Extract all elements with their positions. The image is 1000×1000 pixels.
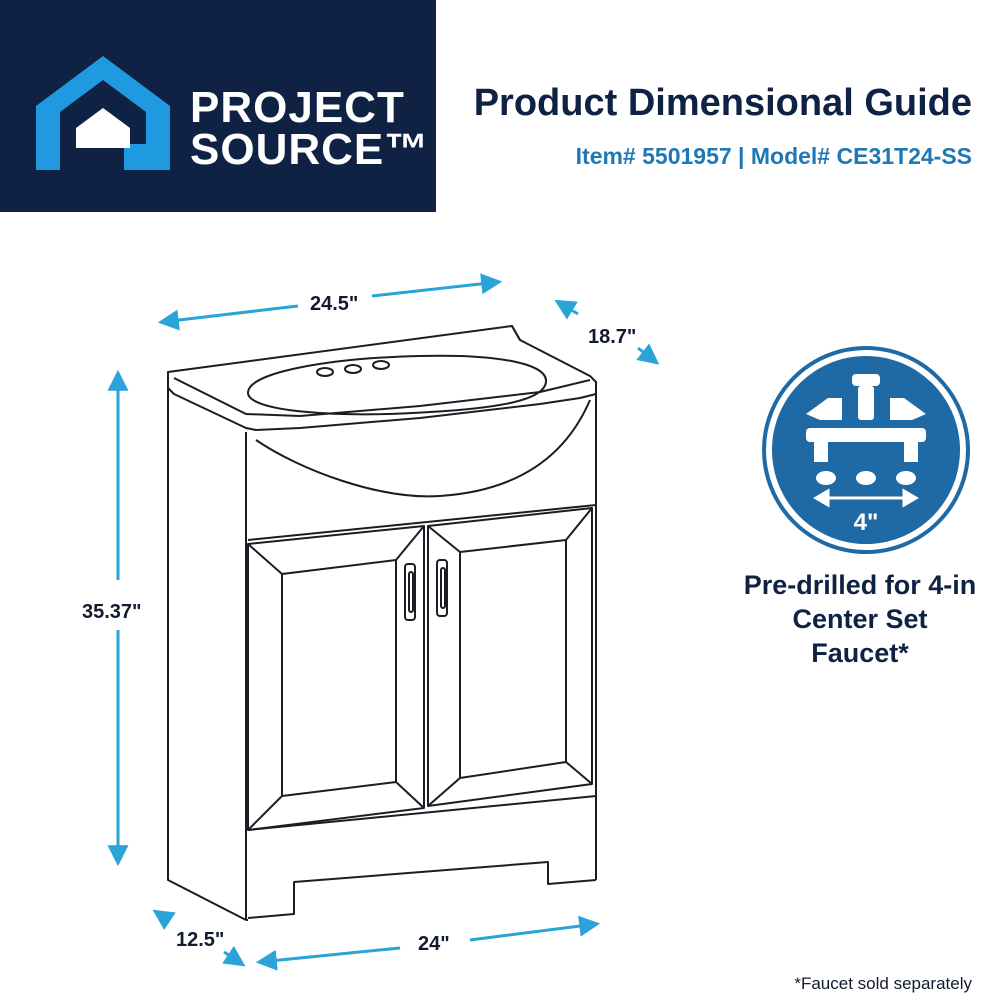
top-depth-arrow-top <box>554 299 579 320</box>
bottom-depth-arrow-top <box>152 909 176 931</box>
bottom-width-arrow-right <box>469 915 601 942</box>
height-label: 35.37" <box>82 601 142 623</box>
item-model-subtitle: Item# 5501957 | Model# CE31T24-SS <box>575 143 972 169</box>
brand-panel: PROJECT SOURCE™ <box>0 0 436 212</box>
page-title: Product Dimensional Guide <box>473 82 972 124</box>
top-depth-label: 18.7" <box>588 326 636 348</box>
top-width-arrow-left <box>157 304 299 331</box>
faucet-badge: 4" <box>762 346 970 554</box>
top-width-label: 24.5" <box>310 293 358 315</box>
dimension-arrows <box>107 273 660 971</box>
feature-line-1: Pre-drilled for 4-in <box>743 570 977 600</box>
house-outline-icon <box>36 56 170 170</box>
brand-name: PROJECT SOURCE™ <box>190 83 430 174</box>
feature-description: Pre-drilled for 4-in Center Set Faucet* <box>740 568 980 670</box>
bottom-depth-arrow-bottom <box>222 945 246 967</box>
feature-line-2: Center Set Faucet* <box>792 604 928 668</box>
brand-line-2: SOURCE™ <box>190 125 430 174</box>
top-depth-arrow-bottom <box>636 343 660 365</box>
bottom-depth-label: 12.5" <box>176 929 224 951</box>
top-width-arrow-right <box>371 273 503 298</box>
footnote: *Faucet sold separately <box>794 974 972 993</box>
vanity-line-art <box>167 325 597 921</box>
bottom-width-label: 24" <box>418 933 450 955</box>
faucet-icon <box>806 374 926 485</box>
spacing-label: 4" <box>854 509 879 536</box>
spacing-arrow <box>813 488 919 508</box>
brand-line-1: PROJECT <box>190 83 405 132</box>
bottom-width-arrow-left <box>255 946 401 971</box>
